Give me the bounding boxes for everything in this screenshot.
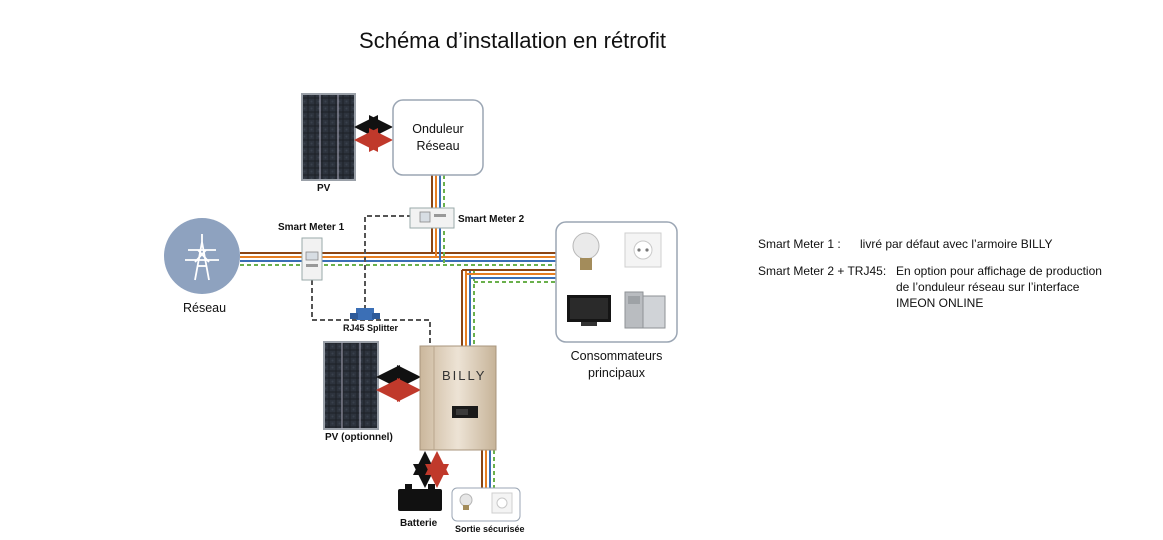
pv-optional-dc-arrows <box>376 365 421 402</box>
rj45-label: RJ45 Splitter <box>343 323 399 333</box>
pv-label: PV <box>317 183 331 194</box>
consumers-box <box>555 221 678 343</box>
appliances-icon <box>624 291 666 329</box>
safe-output-label: Sortie sécurisée <box>455 524 525 534</box>
smart-meter-1 <box>301 237 323 281</box>
grid-circle <box>164 218 240 294</box>
inverter-box <box>392 99 484 176</box>
smart-meter-2-label: Smart Meter 2 <box>458 214 525 225</box>
pv-panel-top <box>301 93 356 181</box>
pylon-icon <box>185 234 219 281</box>
note-2-text-line2: de l’onduleur réseau sur l’interface <box>896 280 1080 294</box>
note-2-text-line1: En option pour affichage de production <box>896 264 1102 278</box>
safe-output-box <box>451 487 521 522</box>
inverter-label-line1: Onduleur <box>412 122 464 136</box>
billy-cabinet <box>419 345 497 451</box>
ac-wires-billy <box>461 269 556 346</box>
note-1-text: livré par défaut avec l’armoire BILLY <box>860 237 1053 251</box>
grid-label: Réseau <box>183 301 227 315</box>
consumers-label: Consommateurs principaux <box>556 348 677 382</box>
battery-icon <box>398 484 442 511</box>
pv-panel-optional <box>323 341 379 430</box>
inverter-label: Onduleur Réseau <box>393 121 483 155</box>
tv-icon <box>567 295 611 326</box>
inverter-label-line2: Réseau <box>416 139 460 153</box>
billy-brand-label: BILLY <box>442 368 487 383</box>
note-2-text-line3: IMEON ONLINE <box>896 296 984 310</box>
note-2-label: Smart Meter 2 + TRJ45: <box>758 264 887 278</box>
consumers-label-line2: principaux <box>588 366 645 380</box>
battery-label: Batterie <box>400 518 438 529</box>
pv-top-dc-arrows <box>354 115 393 152</box>
smart-meter-1-label: Smart Meter 1 <box>278 222 345 233</box>
ac-wires-horizontal <box>240 252 556 266</box>
ac-wires-safe-output <box>481 450 495 488</box>
page-title: Schéma d’installation en rétrofit <box>359 28 666 53</box>
consumers-label-line1: Consommateurs <box>570 349 663 363</box>
note-1-label: Smart Meter 1 : <box>758 237 841 251</box>
battery-dc-arrows <box>413 451 449 488</box>
smart-meter-2 <box>409 207 455 229</box>
bulb-icon <box>572 232 600 270</box>
rj45-splitter <box>350 308 380 320</box>
socket-icon <box>624 232 662 268</box>
pv-optional-label: PV (optionnel) <box>325 432 393 443</box>
